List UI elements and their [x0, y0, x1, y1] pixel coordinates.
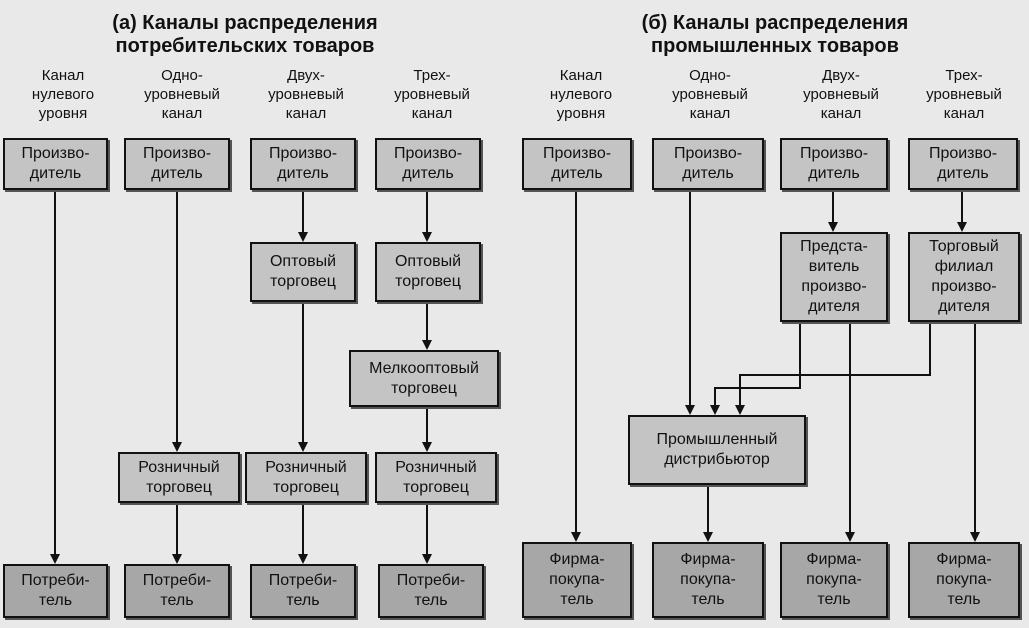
header-three-level-b: Трех- уровневый канал — [926, 67, 1002, 122]
producer-box-a2: Произво- дитель — [250, 138, 356, 190]
header-two-level-b: Двух- уровневый канал — [803, 67, 879, 122]
header-two-level-a: Двух- уровневый канал — [268, 67, 344, 122]
business-customer-box-b1: Фирма- покупа- тель — [652, 542, 764, 618]
header-one-level-b: Одно- уровневый канал — [672, 67, 748, 122]
consumer-box-a3: Потреби- тель — [378, 564, 484, 618]
header-one-level-a: Одно- уровневый канал — [144, 67, 220, 122]
consumer-box-a0: Потреби- тель — [3, 564, 108, 618]
producer-box-a1: Произво- дитель — [124, 138, 230, 190]
retailer-box-a2: Розничный торговец — [245, 452, 367, 503]
producer-box-b1: Произво- дитель — [652, 138, 764, 190]
wholesaler-box-a2: Оптовый торговец — [250, 242, 356, 302]
retailer-box-a3: Розничный торговец — [375, 452, 497, 503]
sales-branch-box-b3: Торговый филиал произво- дителя — [908, 232, 1020, 322]
producer-box-b3: Произво- дитель — [908, 138, 1018, 190]
producer-box-a3: Произво- дитель — [375, 138, 481, 190]
business-customer-box-b3: Фирма- покупа- тель — [908, 542, 1020, 618]
retailer-box-a1: Розничный торговец — [118, 452, 240, 503]
arrow-b3-branch-distributor — [735, 322, 931, 415]
business-customer-box-b0: Фирма- покупа- тель — [522, 542, 632, 618]
business-customer-box-b2: Фирма- покупа- тель — [780, 542, 888, 618]
header-zero-level-b: Канал нулевого уровня — [549, 67, 613, 122]
header-three-level-a: Трех- уровневый канал — [394, 67, 470, 122]
wholesaler-box-a3: Оптовый торговец — [375, 242, 481, 302]
manufacturer-rep-box-b2: Предста- витель произво- дителя — [780, 232, 888, 322]
consumer-box-a1: Потреби- тель — [124, 564, 230, 618]
producer-box-b0: Произво- дитель — [522, 138, 632, 190]
consumer-channels-title: (а) Каналы распределения потребительских… — [112, 12, 378, 57]
arrow-b2-rep-distributor — [710, 322, 801, 415]
producer-box-a0: Произво- дитель — [3, 138, 108, 190]
industrial-channels-title: (б) Каналы распределения промышленных то… — [641, 12, 909, 57]
producer-box-b2: Произво- дитель — [780, 138, 888, 190]
jobber-box-a3: Мелкооптовый торговец — [349, 350, 499, 407]
consumer-box-a2: Потреби- тель — [250, 564, 356, 618]
header-zero-level-a: Канал нулевого уровня — [31, 67, 95, 122]
industrial-distributor-box: Промышленный дистрибьютор — [628, 415, 806, 485]
